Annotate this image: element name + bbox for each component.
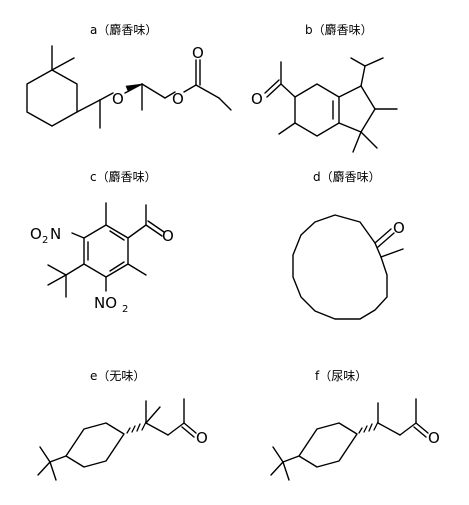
panel-a-odor: 麝香味 — [109, 23, 146, 37]
wedge-bond — [125, 83, 143, 92]
panel-e: e（无味） O — [0, 335, 235, 505]
panel-f-odor: 尿味 — [331, 369, 356, 383]
nitro-sub-bottom: 2 — [122, 304, 128, 315]
panel-e-odor: 无味 — [109, 369, 134, 383]
oxygen-atom: O — [112, 90, 124, 108]
ring-a — [26, 69, 78, 127]
oxygen-atom: O — [196, 429, 208, 447]
panel-d-odor: 麝香味 — [332, 170, 369, 184]
oxygen-atom: O — [172, 90, 184, 108]
panel-f-letter: f — [315, 369, 320, 383]
panel-d-caption: d（麝香味） — [313, 170, 381, 184]
structure-a: O O O — [26, 44, 232, 129]
panel-b-letter: b — [305, 23, 313, 37]
ring-c — [83, 224, 129, 278]
oxygen-atom: O — [192, 44, 204, 62]
panel-a: a（麝香味） O O O — [0, 0, 235, 165]
panel-d: d（麝香味） O — [235, 165, 469, 335]
panel-b-odor: 麝香味 — [324, 23, 361, 37]
structure-b: O — [251, 57, 398, 153]
nitro-bottom: NO — [94, 294, 117, 312]
panel-e-letter: e — [90, 369, 98, 383]
panel-f: f（尿味） O — [235, 335, 469, 505]
macrocycle-ring — [292, 214, 388, 320]
nitro-N-left: N — [50, 225, 61, 243]
panel-b: b（麝香味） O — [235, 0, 469, 165]
panel-a-letter: a — [90, 23, 98, 37]
oxygen-atom: O — [162, 227, 174, 245]
nitro-O-left: O — [30, 225, 42, 243]
panel-c-odor: 麝香味 — [108, 170, 145, 184]
panel-e-caption: e（无味） — [90, 369, 146, 383]
panel-c-caption: c（麝香味） — [90, 170, 157, 184]
panel-c-letter: c — [90, 170, 97, 184]
structure-f: O — [270, 398, 440, 481]
ring-f — [298, 422, 358, 468]
oxygen-atom: O — [393, 219, 405, 237]
panel-b-caption: b（麝香味） — [305, 23, 373, 37]
panel-c: c（麝香味） O O 2 N NO 2 — [0, 165, 235, 335]
nitro-sub-left: 2 — [42, 235, 48, 246]
structure-e: O — [37, 398, 208, 481]
oxygen-atom: O — [428, 429, 440, 447]
panel-a-caption: a（麝香味） — [90, 23, 158, 37]
oxygen-atom: O — [251, 90, 263, 108]
structure-d: O — [292, 214, 405, 320]
structure-c: O O 2 N NO 2 — [30, 202, 174, 315]
panel-f-caption: f（尿味） — [315, 369, 368, 383]
panel-d-letter: d — [313, 170, 321, 184]
ring-e — [65, 422, 125, 468]
